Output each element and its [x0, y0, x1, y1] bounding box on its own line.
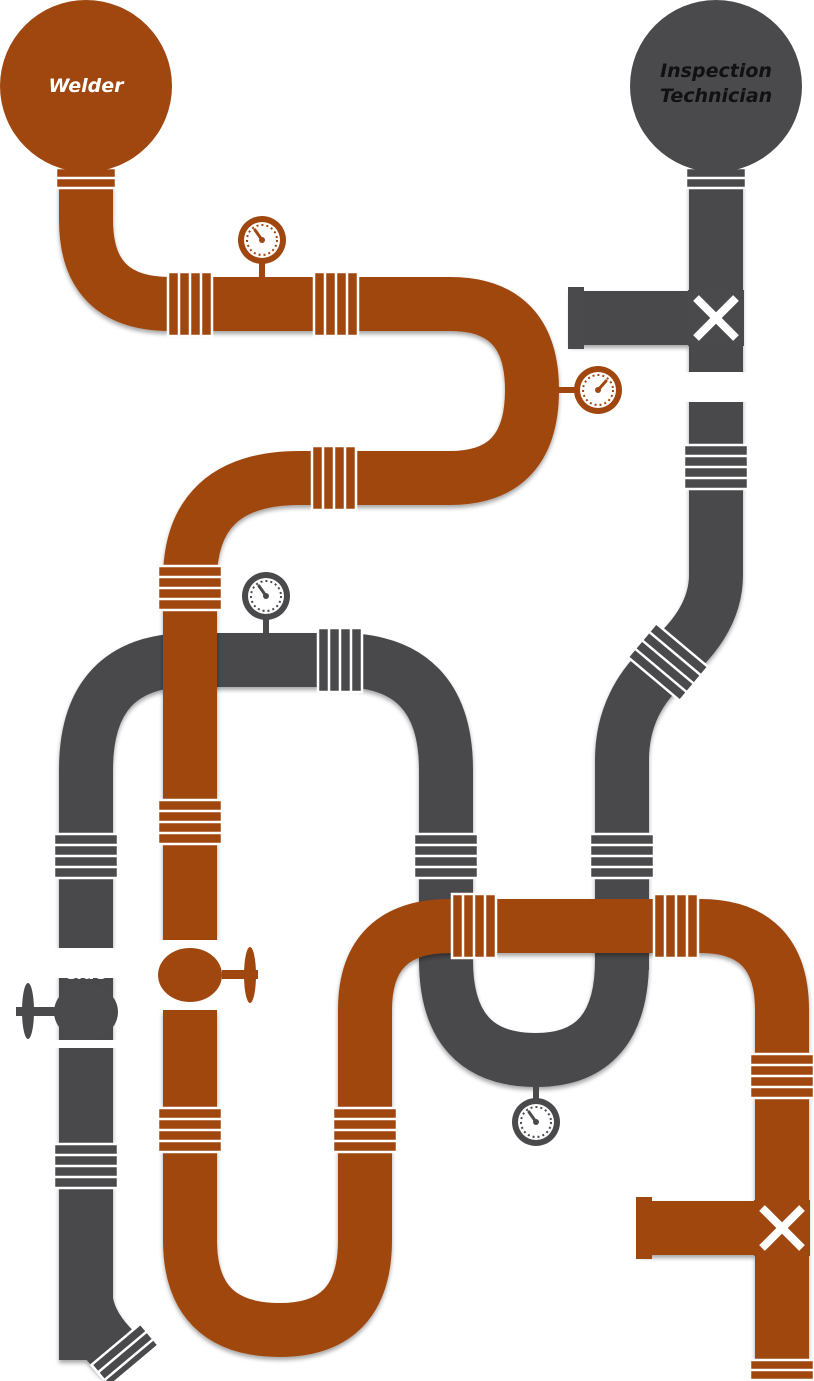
gray-band-joints — [52, 166, 750, 1381]
copper-pipe-gap — [160, 940, 222, 948]
welder-node-circle — [0, 0, 172, 172]
inspection-technician-node[interactable]: Inspection Technician — [630, 0, 802, 172]
valve-handwheel-icon — [158, 947, 258, 1003]
gray-pipe-left-loop — [59, 633, 649, 1360]
gray-end-cap — [568, 287, 584, 349]
pressure-gauge-icon — [242, 572, 290, 640]
pressure-gauge-icon — [558, 366, 622, 414]
copper-end-cap — [636, 1197, 652, 1259]
copper-band-joints — [54, 166, 814, 1381]
valve-handwheel-icon — [16, 983, 118, 1040]
cross-valve-icon — [688, 290, 744, 346]
gray-right-branch-label: der I — [686, 381, 730, 401]
inspection-node-circle — [630, 0, 802, 172]
gray-pipe-gap — [55, 948, 117, 978]
welder-node[interactable]: Welder — [0, 0, 172, 172]
welder-node-label: Welder — [49, 75, 126, 97]
gray-pipe-gap-2 — [55, 1040, 117, 1048]
copper-pipe-gap-2 — [160, 1002, 222, 1010]
gray-right-gap — [684, 372, 748, 402]
inspection-node-label-line1: Inspection — [660, 60, 772, 82]
copper-pipe-lower-u — [163, 899, 809, 1381]
gray-left-branch-label: elde — [65, 964, 106, 984]
pressure-gauge-icon — [238, 216, 286, 284]
copper-pipe-main — [59, 170, 560, 940]
cross-valve-icon — [754, 1200, 810, 1256]
pressure-gauge-icon — [512, 1086, 560, 1146]
inspection-node-label-line2: Technician — [660, 85, 772, 107]
